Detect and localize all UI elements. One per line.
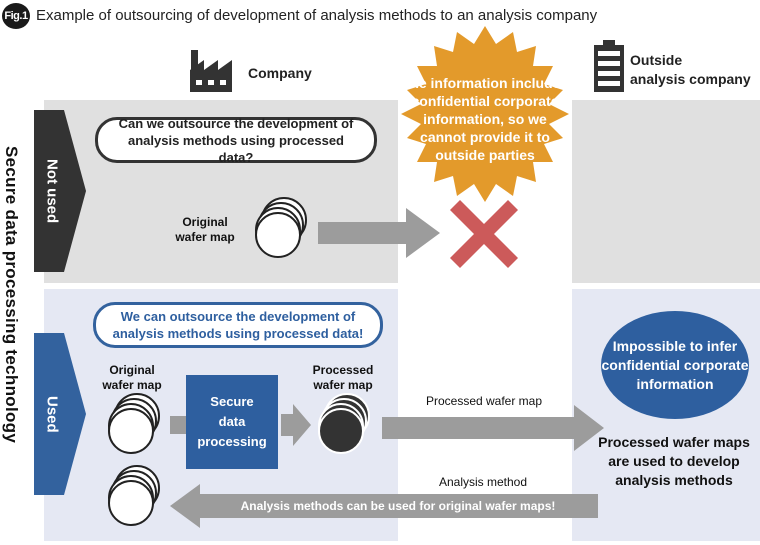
original-wafer-label-top: Original wafer map bbox=[175, 215, 235, 244]
result-wafer-stack bbox=[108, 465, 160, 526]
figure-badge: Fig.1 bbox=[2, 3, 30, 29]
analysis-method-label: Analysis method bbox=[438, 475, 528, 489]
not-used-outside-panel bbox=[572, 100, 760, 283]
from-secure-arrow bbox=[281, 404, 311, 446]
not-used-label: Not used bbox=[43, 158, 61, 224]
return-arrow-text: Analysis methods can be used for origina… bbox=[240, 499, 556, 513]
used-label: Used bbox=[43, 395, 61, 433]
blocked-arrow bbox=[318, 208, 440, 258]
not-used-pentagon bbox=[34, 110, 86, 272]
company-header: Company bbox=[248, 65, 312, 81]
factory-icon bbox=[188, 48, 238, 92]
question-bubble: Can we outsource the development of anal… bbox=[95, 116, 377, 165]
processed-wafer-label: Processed wafer map bbox=[312, 363, 374, 392]
processed-map-arrow bbox=[382, 405, 604, 451]
figure-title: Example of outsourcing of development of… bbox=[36, 7, 598, 24]
cross-icon bbox=[450, 200, 518, 268]
secure-processing-box: Secure data processing bbox=[186, 375, 278, 469]
processed-wafer-stack bbox=[318, 393, 370, 454]
infer-oval bbox=[601, 311, 749, 419]
statement-bubble: We can outsource the development of anal… bbox=[93, 302, 383, 348]
to-secure-arrow bbox=[170, 416, 188, 434]
starburst-icon bbox=[401, 26, 569, 202]
used-pentagon bbox=[34, 333, 86, 495]
side-label: Secure data processing technology bbox=[2, 146, 21, 444]
processed-arrow-label: Processed wafer map bbox=[425, 394, 543, 408]
original-wafer-stack-bottom bbox=[108, 393, 160, 454]
return-arrow bbox=[170, 484, 598, 528]
outside-company-header: Outside analysis company bbox=[630, 52, 751, 87]
building-icon bbox=[594, 40, 624, 92]
original-wafer-stack-top bbox=[255, 197, 307, 258]
develop-text: Processed wafer maps are used to develop… bbox=[598, 434, 750, 488]
original-wafer-label-bottom: Original wafer map bbox=[102, 363, 162, 392]
confidential-warning: The information includes confidential co… bbox=[401, 75, 569, 163]
infer-text: Impossible to infer confidential corpora… bbox=[601, 337, 749, 392]
